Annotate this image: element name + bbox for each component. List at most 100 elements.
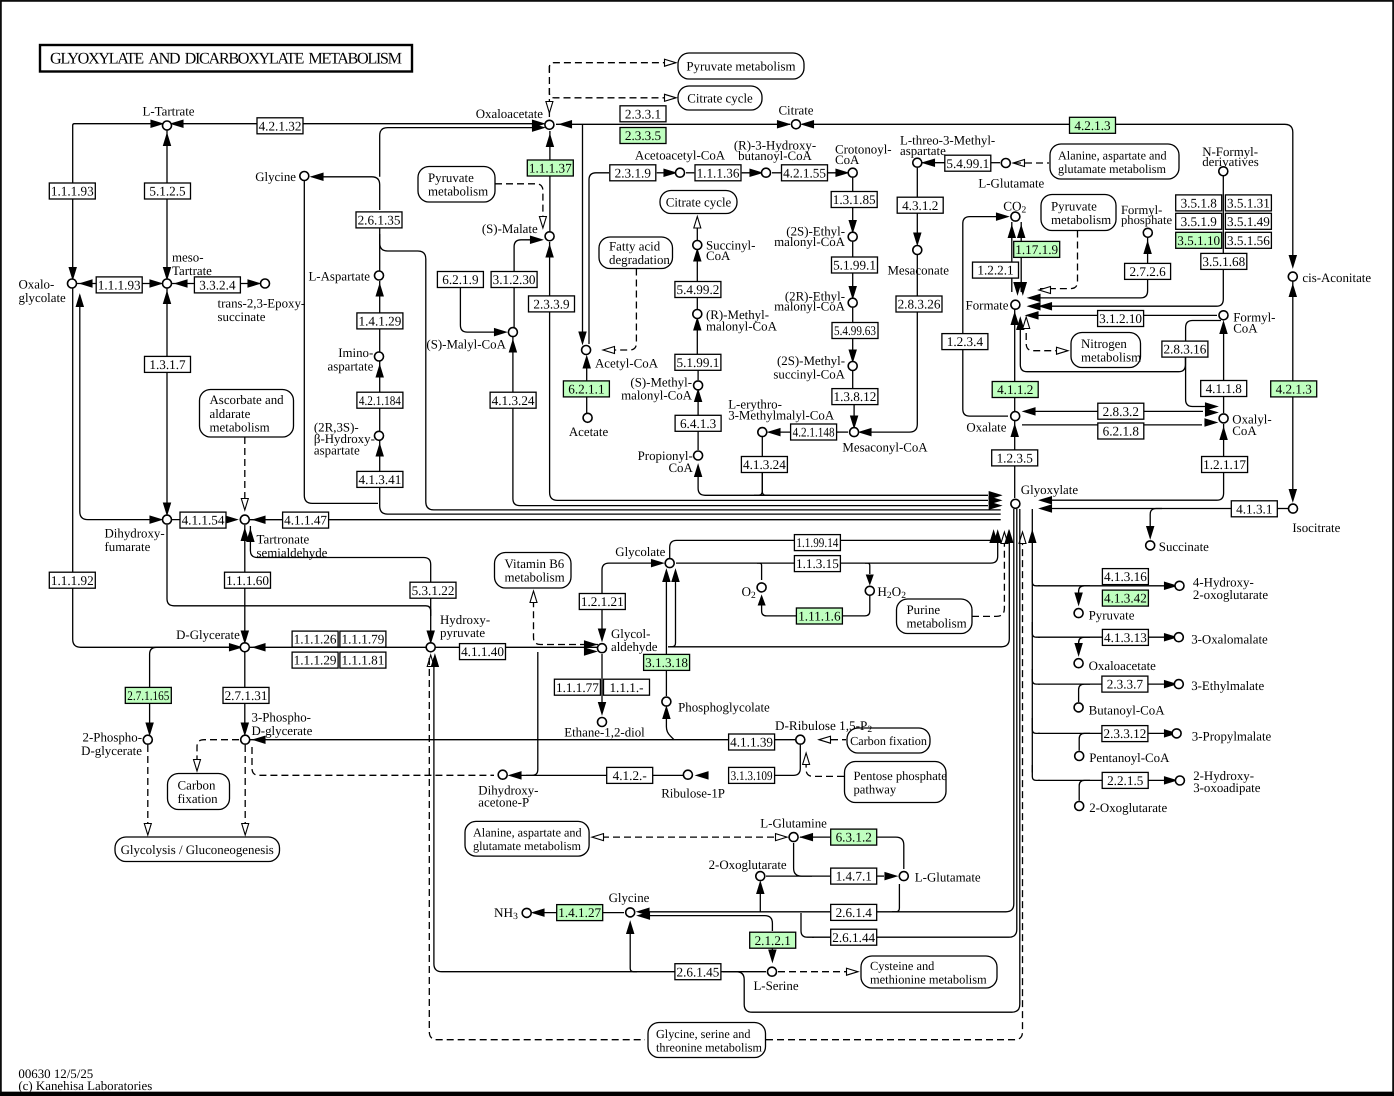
svg-text:Formyl-: Formyl- [1233,310,1275,324]
svg-text:4.1.1.2: 4.1.1.2 [997,382,1033,397]
svg-text:2-Hydroxy-: 2-Hydroxy- [1193,769,1254,783]
svg-text:pathway: pathway [854,782,897,796]
svg-text:L-Glutamate: L-Glutamate [915,871,981,885]
svg-text:NH3: NH3 [494,905,518,922]
svg-text:Tartrate: Tartrate [172,264,212,278]
svg-text:6.2.1.8: 6.2.1.8 [1103,424,1140,439]
svg-text:4.2.1.3: 4.2.1.3 [1074,118,1111,133]
svg-text:Acetoacetyl-CoA: Acetoacetyl-CoA [635,149,726,163]
svg-text:aspartate: aspartate [900,144,946,158]
svg-text:1.1.1.93: 1.1.1.93 [51,184,94,199]
svg-text:4.1.1.54: 4.1.1.54 [182,513,225,528]
svg-text:1.3.8.12: 1.3.8.12 [833,389,876,404]
svg-text:5.1.2.5: 5.1.2.5 [149,184,186,199]
svg-text:2.2.1.5: 2.2.1.5 [1107,773,1144,788]
svg-text:Propionyl-: Propionyl- [638,449,693,463]
svg-text:3-Phospho-: 3-Phospho- [252,710,311,724]
svg-text:Pyruvate: Pyruvate [1051,199,1097,213]
svg-text:derivatives: derivatives [1202,155,1259,169]
svg-text:D-Glycerate: D-Glycerate [176,628,240,642]
svg-text:L-erythro-: L-erythro- [728,397,782,411]
svg-text:Dihydroxy-: Dihydroxy- [478,783,538,797]
svg-text:metabolism: metabolism [428,185,488,199]
svg-text:Hydroxy-: Hydroxy- [440,613,490,627]
svg-text:Dihydroxy-: Dihydroxy- [105,526,165,540]
svg-text:L-Serine: L-Serine [753,979,798,993]
svg-text:1.2.2.1: 1.2.2.1 [977,263,1013,278]
svg-text:metabolism: metabolism [907,617,967,631]
svg-text:3-Oxalomalate: 3-Oxalomalate [1191,633,1268,647]
svg-text:2.8.3.2: 2.8.3.2 [1103,404,1139,419]
svg-text:5.4.99.1: 5.4.99.1 [946,156,989,171]
svg-text:2.6.1.45: 2.6.1.45 [676,964,719,979]
svg-text:CoA: CoA [835,153,860,167]
svg-text:2.6.1.4: 2.6.1.4 [836,905,873,920]
svg-text:H2O2: H2O2 [877,584,906,601]
svg-text:(S)-Malyl-CoA: (S)-Malyl-CoA [426,337,506,351]
svg-text:1.1.1.92: 1.1.1.92 [51,573,94,588]
svg-text:1.1.1.26: 1.1.1.26 [294,632,337,647]
svg-text:4.1.3.1: 4.1.3.1 [1236,501,1272,516]
svg-text:acetone-P: acetone-P [478,795,529,809]
svg-text:2-Oxoglutarate: 2-Oxoglutarate [709,858,787,872]
svg-text:4.1.3.24: 4.1.3.24 [492,393,535,408]
svg-text:5.1.99.1: 5.1.99.1 [833,258,876,273]
svg-text:Oxalyl-: Oxalyl- [1232,412,1271,426]
svg-text:3-Propylmalate: 3-Propylmalate [1192,730,1272,744]
svg-text:methionine metabolism: methionine metabolism [870,972,987,986]
svg-text:Citrate cycle: Citrate cycle [687,92,753,106]
svg-text:(S)-Malate: (S)-Malate [482,222,538,236]
svg-text:Glycolysis / Gluconeogenesis: Glycolysis / Gluconeogenesis [121,843,274,857]
svg-text:5.1.99.1: 5.1.99.1 [676,355,719,370]
svg-text:1.1.3.15: 1.1.3.15 [796,556,839,571]
svg-text:4.3.1.2: 4.3.1.2 [902,198,938,213]
svg-text:Ethane-1,2-diol: Ethane-1,2-diol [564,725,645,739]
svg-text:Glyoxylate: Glyoxylate [1021,483,1079,497]
svg-text:4.2.1.148: 4.2.1.148 [793,425,835,440]
svg-text:Oxaloacetate: Oxaloacetate [1089,659,1157,673]
svg-text:4.1.1.39: 4.1.1.39 [730,735,773,750]
svg-text:2.3.1.9: 2.3.1.9 [615,165,652,180]
svg-text:3-Methylmalyl-CoA: 3-Methylmalyl-CoA [728,409,835,423]
svg-text:3-oxoadipate: 3-oxoadipate [1193,781,1261,795]
svg-text:5.4.99.63: 5.4.99.63 [834,323,876,338]
svg-text:1.3.1.85: 1.3.1.85 [833,192,876,207]
svg-text:cis-Aconitate: cis-Aconitate [1302,271,1371,285]
svg-text:succinyl-CoA: succinyl-CoA [773,367,845,381]
svg-text:Pentanoyl-CoA: Pentanoyl-CoA [1089,751,1170,765]
svg-text:3.5.1.8: 3.5.1.8 [1181,196,1218,211]
svg-text:2.3.3.5: 2.3.3.5 [625,128,662,143]
svg-text:semialdehyde: semialdehyde [257,546,328,560]
svg-text:1.4.1.29: 1.4.1.29 [358,314,401,329]
svg-text:Carbon fixation: Carbon fixation [850,734,927,748]
svg-text:aldehyde: aldehyde [611,640,658,654]
svg-text:1.1.1.79: 1.1.1.79 [341,632,384,647]
svg-text:3-Ethylmalate: 3-Ethylmalate [1191,679,1264,693]
svg-text:Pentose phosphate: Pentose phosphate [854,769,948,783]
svg-text:glycolate: glycolate [19,291,67,305]
svg-text:Citrate: Citrate [778,104,813,118]
svg-text:D-glycerate: D-glycerate [252,724,313,738]
svg-text:(2R)-Ethyl-: (2R)-Ethyl- [785,289,845,303]
svg-text:Isocitrate: Isocitrate [1292,521,1340,535]
svg-text:2.6.1.35: 2.6.1.35 [358,213,401,228]
svg-text:1.4.1.27: 1.4.1.27 [558,905,601,920]
svg-text:(R)-3-Hydroxy-: (R)-3-Hydroxy- [734,139,816,153]
svg-text:Carbon: Carbon [178,778,217,792]
svg-text:1.1.1.93: 1.1.1.93 [98,278,141,293]
svg-text:CoA: CoA [1233,322,1258,336]
svg-text:4.2.1.55: 4.2.1.55 [783,165,826,180]
svg-text:Glycine, serine and: Glycine, serine and [656,1027,750,1041]
svg-text:GLYOXYLATE AND DICARBOXYLATE: GLYOXYLATE AND DICARBOXYLATE METABOLISM [50,50,402,68]
svg-text:2.3.3.12: 2.3.3.12 [1103,726,1146,741]
svg-text:3.5.1.56: 3.5.1.56 [1227,233,1270,248]
svg-text:Acetyl-CoA: Acetyl-CoA [595,357,659,371]
svg-text:2.8.3.26: 2.8.3.26 [898,297,941,312]
svg-text:6.2.1.9: 6.2.1.9 [442,272,479,287]
svg-text:CoA: CoA [668,461,693,475]
svg-text:Alanine, aspartate and: Alanine, aspartate and [1058,148,1167,162]
svg-text:3.1.3.109: 3.1.3.109 [731,768,773,783]
svg-text:6.2.1.1: 6.2.1.1 [568,382,604,397]
svg-text:Formyl-: Formyl- [1121,203,1162,217]
svg-text:4.1.1.8: 4.1.1.8 [1206,381,1243,396]
